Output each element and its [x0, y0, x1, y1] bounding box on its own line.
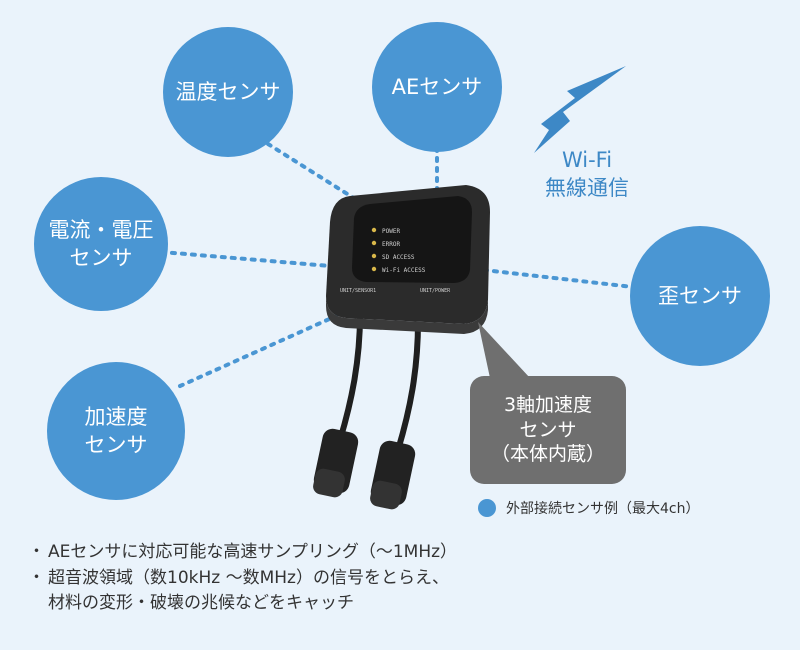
- bubble-acceleration-sensor: 加速度 センサ: [47, 362, 185, 500]
- callout-builtin-accelerometer: 3軸加速度 センサ （本体内蔵）: [470, 376, 626, 484]
- line-temperature: [266, 142, 362, 204]
- notes-list: AEセンサに対応可能な高速サンプリング（～1MHz） 超音波領域（数10kHz …: [28, 540, 457, 617]
- sensor-device: POWER ERROR SD ACCESS Wi-Fi ACCESS UNIT/…: [326, 185, 490, 334]
- line-current-voltage: [160, 250, 332, 268]
- led-label-power: POWER: [382, 228, 400, 235]
- callout-pointer: [478, 322, 530, 378]
- led-sd-access: [371, 253, 377, 259]
- legend-dot: [478, 499, 496, 517]
- port-label-left: UNIT/SENSOR1: [340, 288, 376, 294]
- bubble-temperature-sensor: 温度センサ: [163, 27, 293, 157]
- port-label-right: UNIT/POWER: [420, 288, 451, 294]
- line-strain: [482, 268, 635, 289]
- bubble-current-voltage-sensor: 電流・電圧 センサ: [34, 177, 168, 311]
- wifi-label: Wi-Fi 無線通信: [545, 148, 629, 201]
- note-item: AEセンサに対応可能な高速サンプリング（～1MHz）: [28, 540, 457, 566]
- led-error: [371, 240, 377, 246]
- note-item: 超音波領域（数10kHz ～数MHz）の信号をとらえ、 材料の変形・破壊の兆候な…: [28, 566, 457, 617]
- led-wifi-access: [371, 266, 377, 272]
- bubble-strain-sensor: 歪センサ: [630, 226, 770, 366]
- led-label-wifi-access: Wi-Fi ACCESS: [382, 267, 426, 274]
- lightning-bolt-icon: [534, 66, 626, 153]
- legend-label: 外部接続センサ例（最大4ch）: [506, 501, 700, 517]
- line-acceleration: [178, 314, 338, 388]
- led-power: [371, 227, 377, 233]
- led-label-sd-access: SD ACCESS: [382, 254, 415, 261]
- device-cables: [313, 314, 421, 510]
- bubble-ae-sensor: AEセンサ: [372, 22, 502, 152]
- legend: 外部接続センサ例（最大4ch）: [478, 498, 699, 518]
- led-label-error: ERROR: [382, 241, 400, 248]
